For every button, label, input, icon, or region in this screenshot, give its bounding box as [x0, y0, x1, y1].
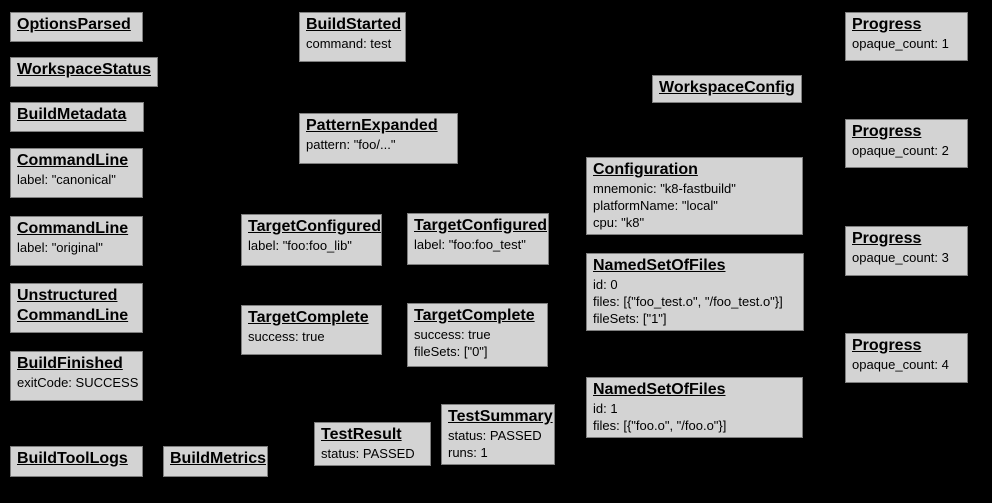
- node-title: TestSummary: [448, 408, 553, 425]
- node-body: label: "original": [17, 240, 103, 255]
- node-title: PatternExpanded: [306, 117, 438, 134]
- node-body: label: "foo:foo_lib": [248, 238, 352, 253]
- node-body: id: 0 files: [{"foo_test.o", "/foo_test.…: [593, 277, 783, 326]
- node-build-started: BuildStarted command: test: [299, 12, 406, 62]
- node-named-set-of-files-1: NamedSetOfFiles id: 1 files: [{"foo.o", …: [586, 377, 803, 438]
- node-title: Progress: [852, 337, 922, 354]
- node-body: command: test: [306, 36, 392, 51]
- node-workspace-status: WorkspaceStatus: [10, 57, 158, 87]
- node-progress-1: Progress opaque_count: 1: [845, 12, 968, 61]
- node-body: status: PASSED: [321, 446, 415, 461]
- node-title: NamedSetOfFiles: [593, 257, 726, 274]
- node-body: status: PASSED runs: 1: [448, 428, 542, 460]
- node-progress-2: Progress opaque_count: 2: [845, 119, 968, 168]
- node-title: BuildStarted: [306, 16, 402, 33]
- node-pattern-expanded: PatternExpanded pattern: "foo/...": [299, 113, 458, 164]
- node-build-metrics: BuildMetrics: [163, 446, 268, 477]
- node-title: TargetComplete: [414, 307, 535, 324]
- node-test-result: TestResult status: PASSED: [314, 422, 431, 466]
- node-named-set-of-files-0: NamedSetOfFiles id: 0 files: [{"foo_test…: [586, 253, 804, 331]
- node-title: Progress: [852, 16, 922, 33]
- node-build-tool-logs: BuildToolLogs: [10, 446, 143, 477]
- node-target-configured-foo-lib: TargetConfigured label: "foo:foo_lib": [241, 214, 382, 266]
- node-title: NamedSetOfFiles: [593, 381, 726, 398]
- node-title: OptionsParsed: [17, 16, 131, 33]
- node-target-complete-foo-lib: TargetComplete success: true: [241, 305, 382, 355]
- node-test-summary: TestSummary status: PASSED runs: 1: [441, 404, 555, 465]
- node-title: TargetConfigured: [248, 218, 382, 235]
- node-title: Unstructured CommandLine: [17, 287, 129, 324]
- node-title: BuildMetrics: [170, 450, 267, 467]
- node-body: opaque_count: 4: [852, 357, 949, 372]
- node-progress-3: Progress opaque_count: 3: [845, 226, 968, 276]
- node-target-complete-foo-test: TargetComplete success: true fileSets: […: [407, 303, 548, 367]
- node-title: BuildToolLogs: [17, 450, 128, 467]
- node-title: BuildMetadata: [17, 106, 127, 123]
- node-body: opaque_count: 3: [852, 250, 949, 265]
- node-configuration: Configuration mnemonic: "k8-fastbuild" p…: [586, 157, 803, 235]
- node-body: exitCode: SUCCESS: [17, 375, 139, 390]
- node-body: success: true: [248, 329, 325, 344]
- node-title: Progress: [852, 123, 922, 140]
- node-body: label: "foo:foo_test": [414, 237, 526, 252]
- node-title: Progress: [852, 230, 922, 247]
- node-options-parsed: OptionsParsed: [10, 12, 143, 42]
- node-body: id: 1 files: [{"foo.o", "/foo.o"}]: [593, 401, 727, 433]
- node-build-finished: BuildFinished exitCode: SUCCESS: [10, 351, 143, 401]
- node-body: opaque_count: 2: [852, 143, 949, 158]
- node-build-metadata: BuildMetadata: [10, 102, 144, 132]
- node-title: TestResult: [321, 426, 402, 443]
- node-body: opaque_count: 1: [852, 36, 949, 51]
- node-command-line-original: CommandLine label: "original": [10, 216, 143, 266]
- node-title: BuildFinished: [17, 355, 123, 372]
- node-unstructured-command-line: Unstructured CommandLine: [10, 283, 143, 333]
- node-body: label: "canonical": [17, 172, 116, 187]
- node-title: WorkspaceConfig: [659, 79, 795, 96]
- node-command-line-canonical: CommandLine label: "canonical": [10, 148, 143, 198]
- node-title: TargetConfigured: [414, 217, 548, 234]
- node-workspace-config: WorkspaceConfig: [652, 75, 802, 103]
- node-title: CommandLine: [17, 220, 129, 237]
- node-title: CommandLine: [17, 152, 129, 169]
- node-target-configured-foo-test: TargetConfigured label: "foo:foo_test": [407, 213, 549, 265]
- node-title: WorkspaceStatus: [17, 61, 151, 78]
- node-body: pattern: "foo/...": [306, 137, 396, 152]
- node-progress-4: Progress opaque_count: 4: [845, 333, 968, 383]
- node-title: TargetComplete: [248, 309, 369, 326]
- node-body: mnemonic: "k8-fastbuild" platformName: "…: [593, 181, 736, 230]
- node-body: success: true fileSets: ["0"]: [414, 327, 491, 359]
- node-title: Configuration: [593, 161, 698, 178]
